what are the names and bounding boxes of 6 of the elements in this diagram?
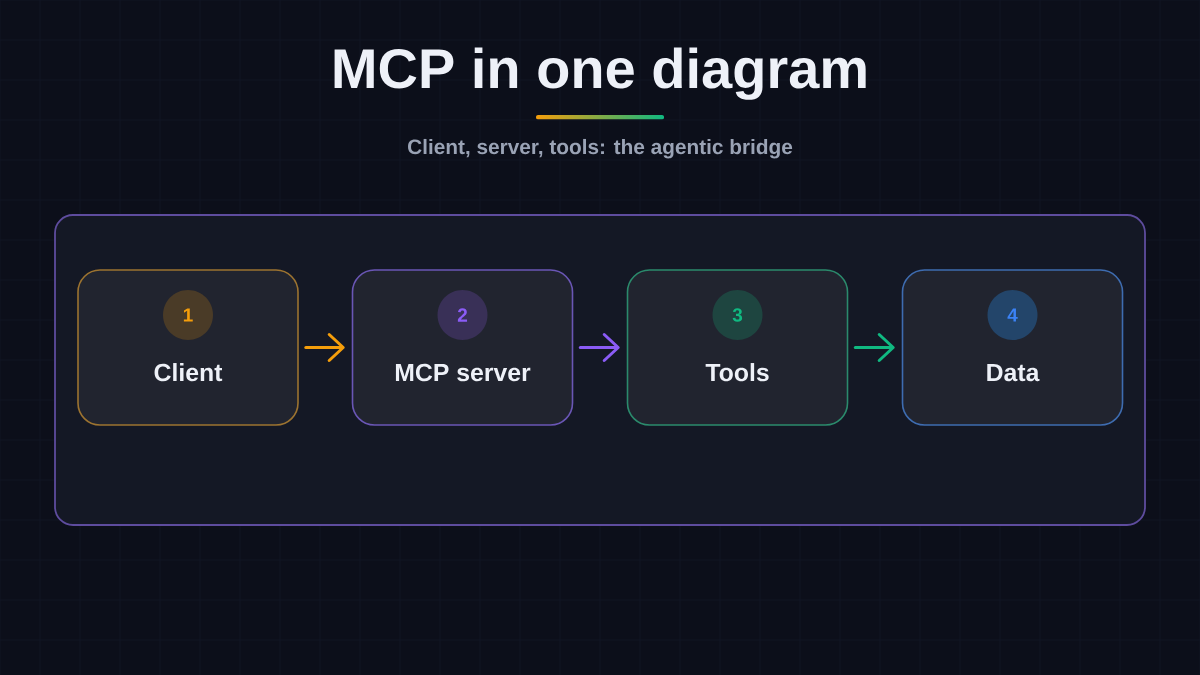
title: MCP in one diagram	[334, 47, 866, 100]
number-badge: 1	[163, 290, 213, 340]
subtitle: Client, server, tools: the agentic bridge	[408, 138, 793, 159]
number-badge: 2	[437, 290, 488, 340]
number-badge: 3	[712, 290, 763, 340]
number-badge: 4	[987, 290, 1038, 340]
